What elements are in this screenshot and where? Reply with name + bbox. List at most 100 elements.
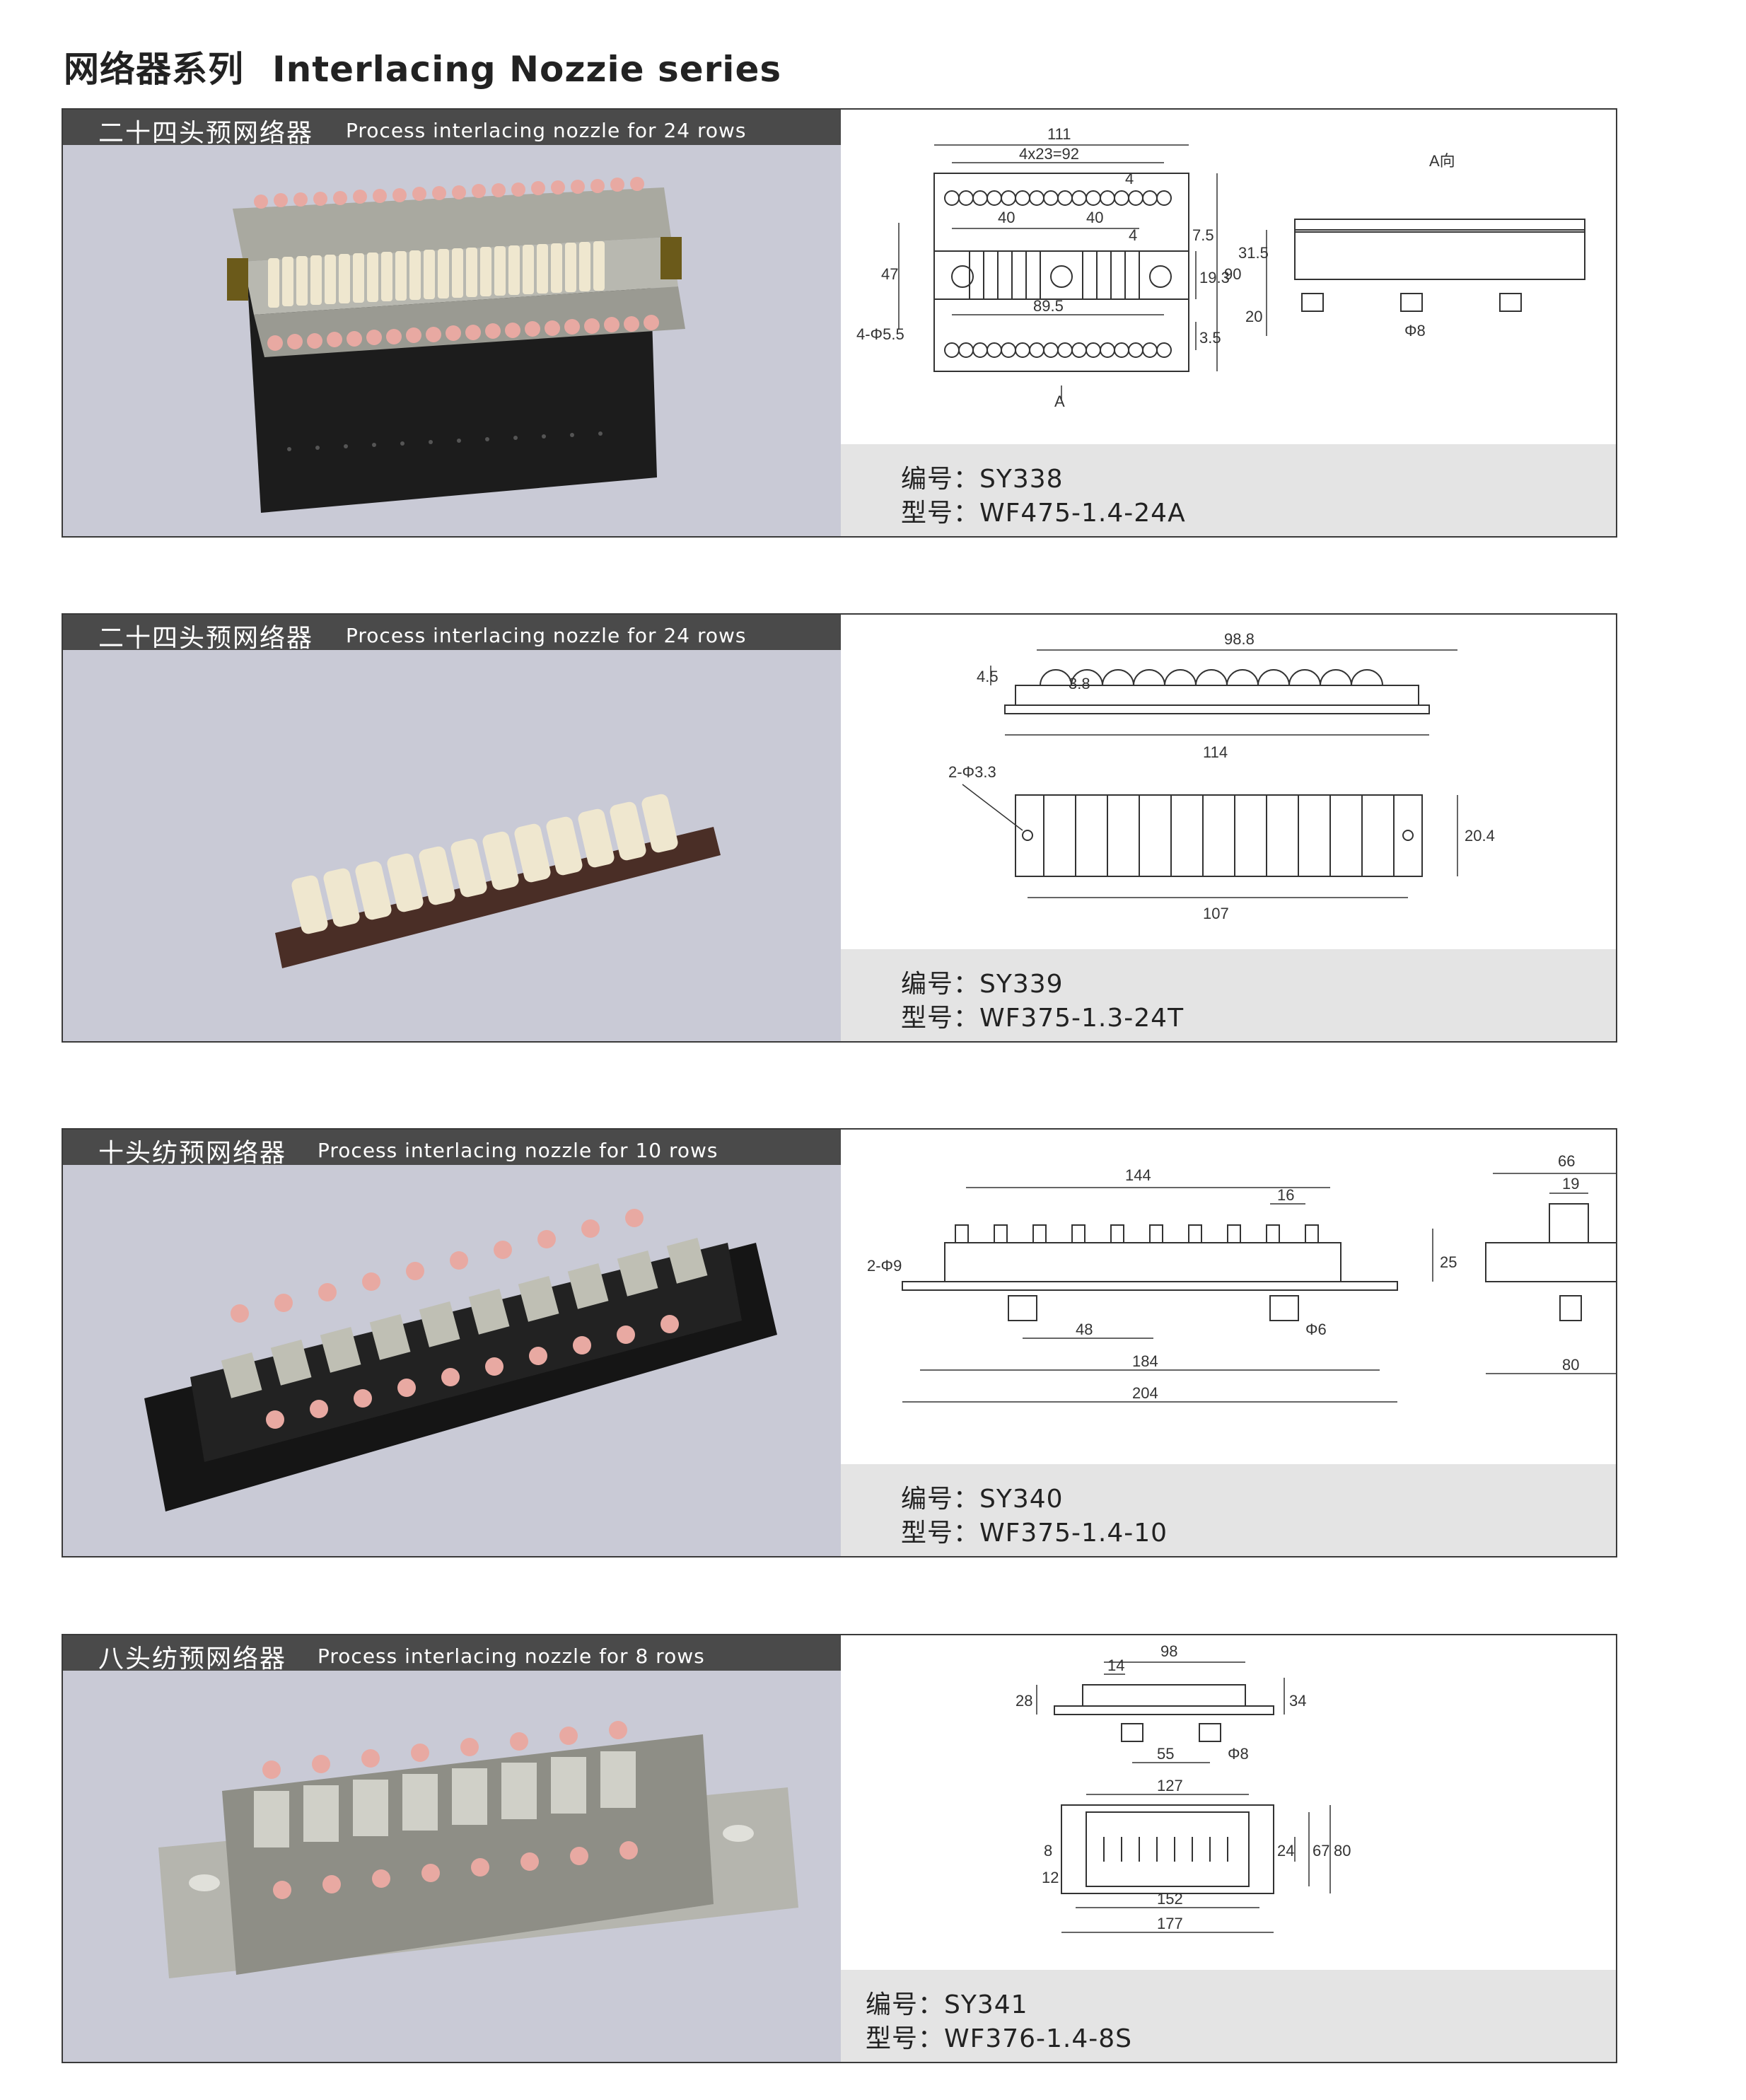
code-label: 编号： [866, 1990, 945, 2019]
dim-98: 98 [1160, 1642, 1177, 1660]
dim-20-4: 20.4 [1465, 827, 1495, 845]
product-model: 型号：WF376-1.4-8S [866, 2018, 1132, 2055]
dim-20: 20 [1245, 308, 1262, 325]
model-value: WF375-1.4-10 [979, 1519, 1168, 1548]
dim-127: 127 [1157, 1777, 1183, 1794]
technical-drawing: 98 14 28 34 55 Φ8 127 8 12 152 24 67 80 … [1015, 1642, 1351, 1933]
dim-4-phi: 4-Φ5.5 [856, 325, 904, 343]
product-header: 八头纺预网络器 Process interlacing nozzle for 8… [63, 1635, 841, 1673]
dim-phi6: Φ6 [1305, 1321, 1327, 1338]
dim-19: 19 [1562, 1175, 1579, 1193]
product-photo-panel: 八头纺预网络器 Process interlacing nozzle for 8… [63, 1635, 841, 2062]
drawing-side-view [1294, 229, 1585, 280]
dim-80: 80 [1562, 1356, 1579, 1374]
dim-90: 90 [1224, 265, 1241, 283]
dim-98-8: 98.8 [1224, 630, 1255, 648]
dim-114: 114 [1203, 743, 1228, 761]
technical-drawing: 144 16 2-Φ9 25 48 Φ6 184 204 66 19 80 [867, 1152, 1616, 1403]
product-photo [144, 1209, 777, 1512]
model-label: 型号： [901, 499, 980, 528]
code-label: 编号： [901, 1485, 980, 1514]
dim-16: 16 [1277, 1186, 1294, 1204]
view-a-label: A向 [1429, 152, 1455, 170]
code-value: SY338 [979, 465, 1064, 494]
product-card-sy339: 二十四头预网络器 Process interlacing nozzle for … [62, 613, 1617, 1043]
dim-48: 48 [1076, 1321, 1093, 1338]
dim-3-5: 3.5 [1199, 329, 1221, 347]
dim-47: 47 [881, 265, 898, 283]
dim-152: 152 [1157, 1890, 1183, 1908]
product-header-cn: 十头纺预网络器 [98, 1139, 287, 1168]
arrow-a-label: A [1054, 393, 1065, 410]
dim-107: 107 [1203, 905, 1229, 922]
dim-phi8: Φ8 [1228, 1745, 1249, 1763]
dim-66: 66 [1558, 1152, 1575, 1170]
nozzle-block-photo [158, 1721, 798, 1978]
product-header-en: Process interlacing nozzle for 24 rows [346, 624, 747, 647]
dim-8: 8 [1044, 1842, 1052, 1860]
dim-7-5: 7.5 [1192, 226, 1214, 244]
product-info-panel: 编号：SY341 型号：WF376-1.4-8S [841, 1970, 1616, 2062]
dim-34: 34 [1289, 1692, 1306, 1710]
product-model: 型号：WF375-1.4-10 [901, 1512, 1168, 1549]
code-value: SY339 [979, 970, 1064, 999]
code-label: 编号： [901, 465, 980, 494]
dim-3-8: 3.8 [1069, 675, 1090, 692]
dim-55: 55 [1157, 1745, 1174, 1763]
product-header-en: Process interlacing nozzle for 10 rows [318, 1139, 718, 1162]
model-label: 型号： [866, 2024, 945, 2053]
dim-177: 177 [1157, 1915, 1183, 1932]
dim-40a: 40 [998, 209, 1015, 226]
product-card-sy338: 二十四头预网络器 Process interlacing nozzle for … [62, 108, 1617, 538]
product-header-en: Process interlacing nozzle for 8 rows [318, 1644, 705, 1668]
product-card-sy341: 八头纺预网络器 Process interlacing nozzle for 8… [62, 1634, 1617, 2063]
product-code: 编号：SY338 [901, 458, 1064, 495]
drawing-front-view [933, 173, 1189, 372]
dim-111: 111 [1047, 125, 1071, 143]
product-code: 编号：SY339 [901, 963, 1064, 1000]
technical-drawing: 98.8 3.8 4.5 114 2-Φ3.3 20.4 107 [948, 630, 1495, 922]
product-code: 编号：SY341 [866, 1984, 1028, 2021]
hole-row [944, 190, 1172, 358]
dim-31-5: 31.5 [1238, 244, 1269, 262]
product-model: 型号：WF375-1.3-24T [901, 997, 1184, 1034]
dim-24: 24 [1277, 1842, 1294, 1860]
product-photo-panel: 十头纺预网络器 Process interlacing nozzle for 1… [63, 1130, 841, 1556]
dim-4x23: 4x23=92 [1019, 145, 1079, 163]
dim-12: 12 [1042, 1869, 1059, 1886]
nozzle-block-photo [144, 1209, 777, 1512]
drawing-front-view [1082, 1684, 1246, 1707]
dim-phi8: Φ8 [1404, 322, 1426, 340]
dim-144: 144 [1125, 1166, 1151, 1184]
dim-67: 67 [1313, 1842, 1329, 1860]
model-label: 型号： [901, 1004, 980, 1033]
code-label: 编号： [901, 970, 980, 999]
dim-184: 184 [1132, 1352, 1158, 1370]
model-value: WF376-1.4-8S [944, 2024, 1133, 2053]
dim-25: 25 [1440, 1253, 1457, 1271]
dim-4b: 4 [1129, 226, 1137, 244]
dim-19-3: 19.3 [1199, 269, 1230, 286]
dim-89-5: 89.5 [1033, 297, 1064, 315]
product-card-sy340: 十头纺预网络器 Process interlacing nozzle for 1… [62, 1128, 1617, 1557]
dim-4-5: 4.5 [977, 668, 999, 685]
product-header: 十头纺预网络器 Process interlacing nozzle for 1… [63, 1130, 841, 1168]
product-header: 二十四头预网络器 Process interlacing nozzle for … [63, 110, 841, 148]
dim-204: 204 [1132, 1384, 1158, 1402]
product-photo [158, 1721, 798, 1978]
drawing-front-view [944, 1242, 1341, 1282]
product-info-panel: 编号：SY338 型号：WF475-1.4-24A [841, 444, 1616, 536]
dim-28: 28 [1015, 1692, 1032, 1710]
dim-2-phi: 2-Φ3.3 [948, 763, 996, 781]
product-header: 二十四头预网络器 Process interlacing nozzle for … [63, 615, 841, 653]
product-code: 编号：SY340 [901, 1478, 1064, 1515]
drawing-top-view [1061, 1804, 1274, 1894]
nozzle-block-photo [227, 177, 685, 513]
code-value: SY341 [944, 1990, 1028, 2019]
dim-40b: 40 [1086, 209, 1103, 226]
drawing-top-view [1015, 794, 1423, 877]
page-title-en: Interlacing Nozzie series [272, 49, 782, 90]
product-header-cn: 二十四头预网络器 [98, 624, 314, 653]
product-model: 型号：WF475-1.4-24A [901, 492, 1186, 529]
product-info-panel: 编号：SY340 型号：WF375-1.4-10 [841, 1464, 1616, 1556]
